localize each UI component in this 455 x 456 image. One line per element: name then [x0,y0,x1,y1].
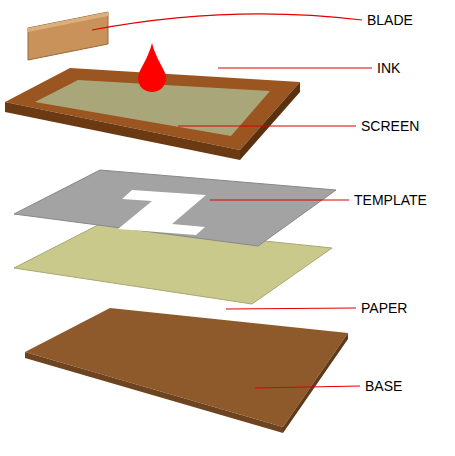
part-label: TEMPLATE [354,192,427,208]
paper-sheet [14,224,332,304]
part-label: BASE [365,378,402,394]
part-label: BLADE [367,12,413,28]
base-board [25,308,348,433]
leader-lines [92,14,372,388]
template-stencil [14,170,336,246]
part-label: SCREEN [361,118,419,134]
part-label: INK [377,60,400,76]
part-label: PAPER [361,300,407,316]
squeegee-blade [28,12,108,60]
ink-drop [138,43,166,92]
